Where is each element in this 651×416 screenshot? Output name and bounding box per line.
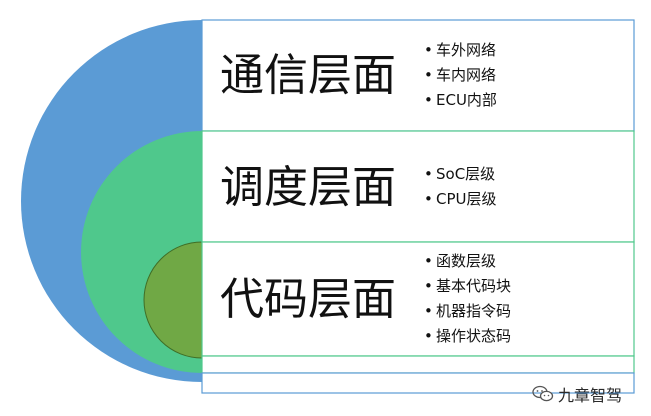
list-item: CPU层级: [424, 187, 497, 212]
items-communication: 车外网络 车内网络 ECU内部: [424, 38, 497, 113]
list-item: 车内网络: [424, 63, 497, 88]
list-item: 车外网络: [424, 38, 497, 63]
list-item: SoC层级: [424, 162, 497, 187]
list-item: 基本代码块: [424, 274, 511, 299]
label-code-layer: 代码层面: [220, 274, 396, 325]
panel-scheduling: [201, 130, 635, 243]
list-item: ECU内部: [424, 88, 497, 113]
bottom-strip-blue: [201, 372, 635, 394]
list-item: 函数层级: [424, 249, 511, 274]
wechat-icon: [532, 385, 554, 402]
list-item: 操作状态码: [424, 324, 511, 349]
inner-semicircle-code: [143, 241, 203, 359]
bottom-strip-green: [201, 355, 635, 374]
label-scheduling-layer: 调度层面: [220, 162, 396, 213]
panel-code: [201, 241, 635, 357]
watermark: 九章智驾: [532, 382, 622, 406]
watermark-text: 九章智驾: [558, 386, 623, 405]
label-communication-layer: 通信层面: [220, 50, 396, 101]
items-scheduling: SoC层级 CPU层级: [424, 162, 497, 212]
items-code: 函数层级 基本代码块 机器指令码 操作状态码: [424, 249, 511, 349]
list-item: 机器指令码: [424, 299, 511, 324]
